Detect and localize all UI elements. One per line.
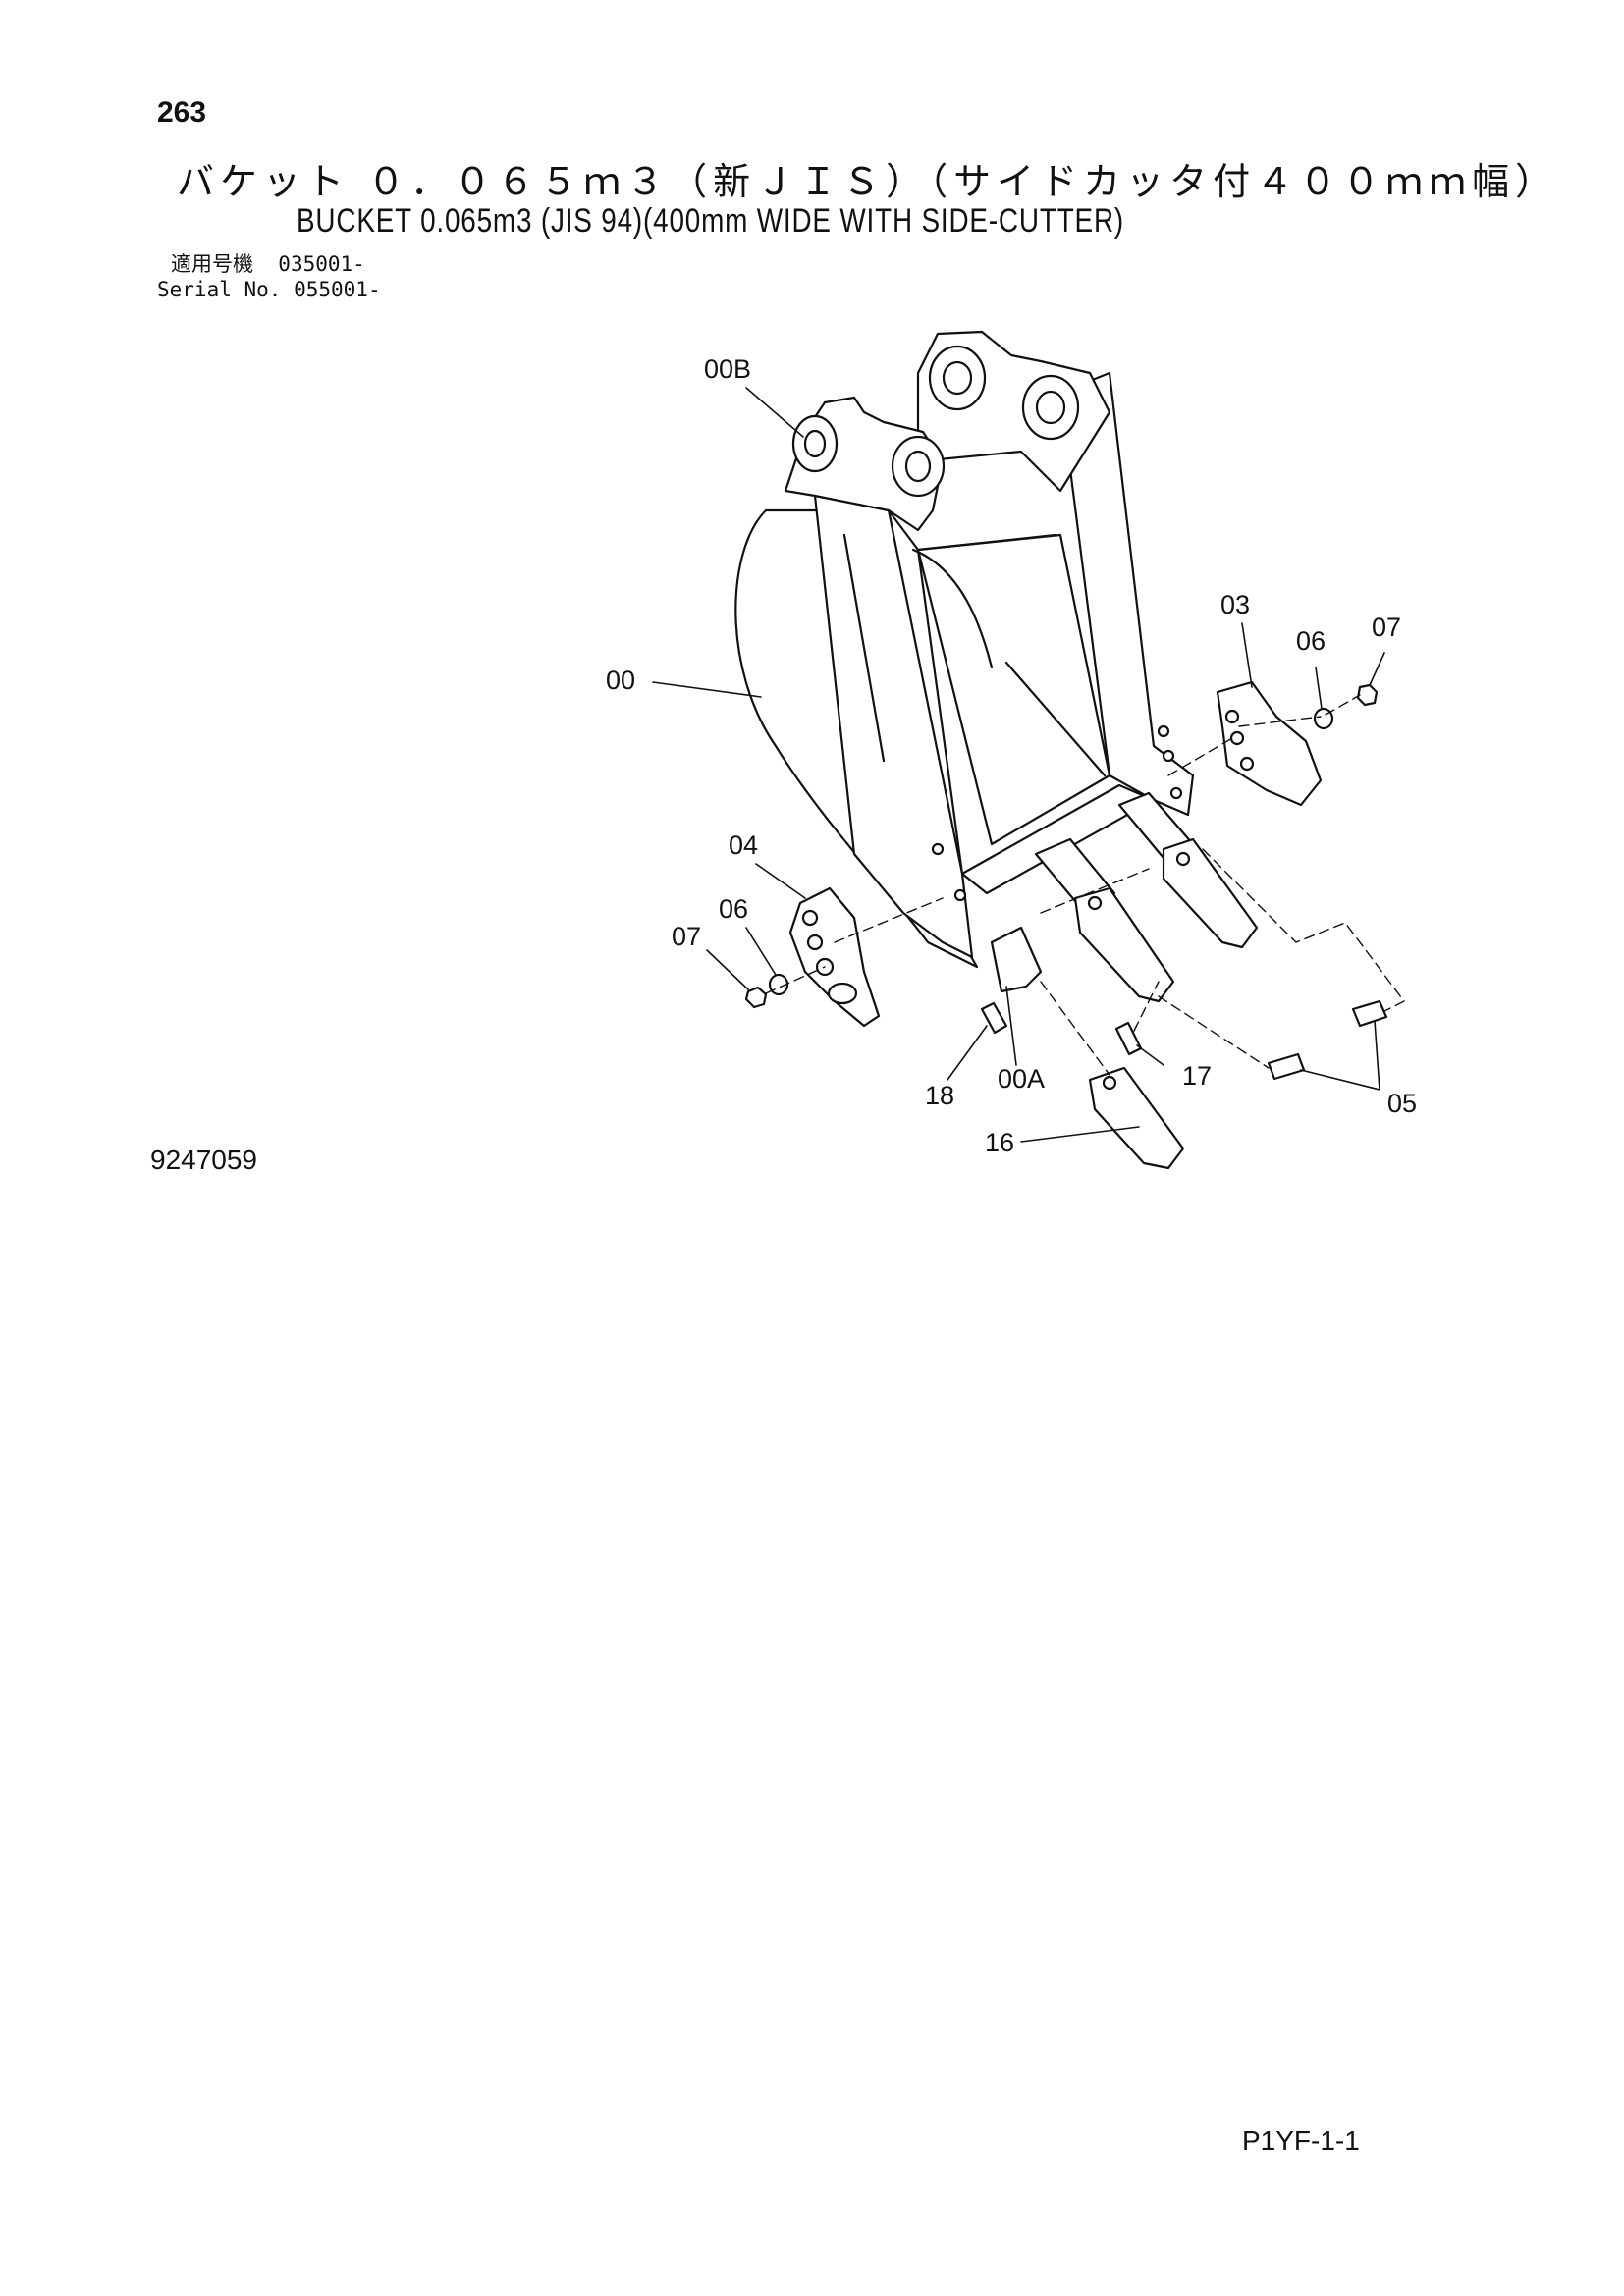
bucket-top-line xyxy=(916,533,1057,552)
callout-04: 04 xyxy=(729,830,758,860)
leader-16 xyxy=(1020,1126,1140,1143)
tooth-mounted-right xyxy=(1162,837,1259,949)
serial-block: 適用号機 035001- Serial No. 055001- xyxy=(157,251,381,302)
serial-label-japanese: 適用号機 xyxy=(171,252,253,276)
assembly-line-bolt-lower xyxy=(1158,995,1270,1069)
bolt-05-upper xyxy=(1351,999,1388,1028)
assembly-line-pin-17 xyxy=(1133,981,1160,1032)
assembly-line-cutter-left-1 xyxy=(834,897,944,943)
side-cutter-03-hole-1 xyxy=(1224,709,1240,724)
serial-row-japanese: 適用号機 035001- xyxy=(157,251,381,277)
page-number: 263 xyxy=(157,96,207,129)
serial-label-english: Serial No. xyxy=(157,278,282,301)
serial-row-english: Serial No. 055001- xyxy=(157,277,381,302)
side-cutter-04-hole-2 xyxy=(806,934,824,951)
callout-05: 05 xyxy=(1387,1089,1417,1118)
page-code: P1YF-1-1 xyxy=(1242,2125,1360,2156)
assembly-line-bolt-path xyxy=(1202,848,1405,1012)
callout-07-right: 07 xyxy=(1372,613,1401,642)
assembly-line-cutter-right-1 xyxy=(1167,737,1233,776)
side-hole-right-1 xyxy=(1157,724,1170,738)
bucket-inner-line xyxy=(1004,661,1107,777)
assembly-line-teeth xyxy=(1040,868,1150,914)
callout-16: 16 xyxy=(985,1128,1014,1157)
leader-04 xyxy=(755,863,806,899)
serial-value-japanese: 035001- xyxy=(278,252,365,276)
assembly-line-cutter-right-3 xyxy=(1325,694,1361,716)
leader-05-a xyxy=(1374,1020,1380,1091)
side-hole-left-2 xyxy=(953,888,967,902)
title-japanese: バケット ０．０６５ｍ３（新ＪＩＳ）（サイドカッタ付４００ｍｍ幅） xyxy=(177,160,1559,203)
callout-03: 03 xyxy=(1220,590,1250,619)
callout-00A: 00A xyxy=(998,1064,1045,1094)
leader-05-b xyxy=(1300,1069,1380,1091)
leader-00 xyxy=(652,681,762,698)
leader-03 xyxy=(1241,622,1253,688)
side-hole-right-3 xyxy=(1169,786,1183,800)
leader-06b xyxy=(745,927,777,976)
tooth-16-pin-hole xyxy=(1102,1075,1117,1091)
pin-boss-left-rear-hole xyxy=(803,429,827,458)
callout-17: 17 xyxy=(1182,1061,1212,1091)
callout-00B: 00B xyxy=(704,354,751,384)
callout-06-right: 06 xyxy=(1296,626,1326,656)
pin-boss-left-front-hole xyxy=(904,450,932,483)
side-hole-right-2 xyxy=(1162,749,1175,763)
callout-00: 00 xyxy=(606,666,635,695)
leader-00B xyxy=(745,387,804,438)
bolt-05-lower xyxy=(1267,1052,1306,1081)
bucket-inner-edge xyxy=(911,548,994,669)
assembly-line-cutter-left-2 xyxy=(765,966,826,994)
callout-07-left: 07 xyxy=(672,922,701,951)
tooth-pin-center xyxy=(1087,895,1103,911)
side-cutter-03-hole-3 xyxy=(1239,756,1255,772)
side-cutter-04-hole-1 xyxy=(801,909,819,927)
assembly-line-cutter-right-2 xyxy=(1238,716,1322,727)
callout-06-left: 06 xyxy=(719,894,748,924)
nut-07-right xyxy=(1356,683,1379,707)
pin-boss-right-front-hole xyxy=(1035,390,1066,425)
bucket-shell-line xyxy=(842,533,886,763)
side-cutter-03-hole-2 xyxy=(1229,730,1245,746)
side-cutter-04 xyxy=(788,886,881,1028)
pin-18 xyxy=(980,1001,1008,1035)
title-english: BUCKET 0.065m3 (JIS 94)(400mm WIDE WITH … xyxy=(297,202,1125,240)
tooth-16 xyxy=(1088,1066,1185,1170)
pin-17 xyxy=(1114,1021,1143,1056)
leader-18 xyxy=(947,1025,988,1081)
nut-07-left xyxy=(744,986,768,1009)
bucket-right-side-plate xyxy=(1058,371,1195,817)
side-hole-left-1 xyxy=(931,842,945,856)
leader-06a xyxy=(1315,667,1323,710)
tooth-pin-right xyxy=(1175,851,1191,867)
leader-07a xyxy=(1369,652,1385,686)
pin-boss-right-rear-hole xyxy=(942,360,973,396)
serial-value-english: 055001- xyxy=(294,278,381,301)
leader-17 xyxy=(1136,1044,1164,1066)
side-cutter-04-slot xyxy=(827,982,858,1005)
leader-07b xyxy=(706,949,749,990)
leader-00A xyxy=(1005,986,1017,1066)
bucket-exploded-diagram: 00B 00 03 06 07 04 06 07 18 00A 17 05 16 xyxy=(606,330,1417,1170)
bucket-left-side-plate xyxy=(813,494,974,959)
tooth-mounted-center xyxy=(1073,886,1175,1003)
assembly-line-tooth-16 xyxy=(1040,981,1110,1076)
tooth-adapter-left xyxy=(990,926,1043,993)
reference-code: 9247059 xyxy=(150,1145,258,1175)
side-cutter-03 xyxy=(1216,680,1323,807)
callout-18: 18 xyxy=(925,1081,954,1110)
